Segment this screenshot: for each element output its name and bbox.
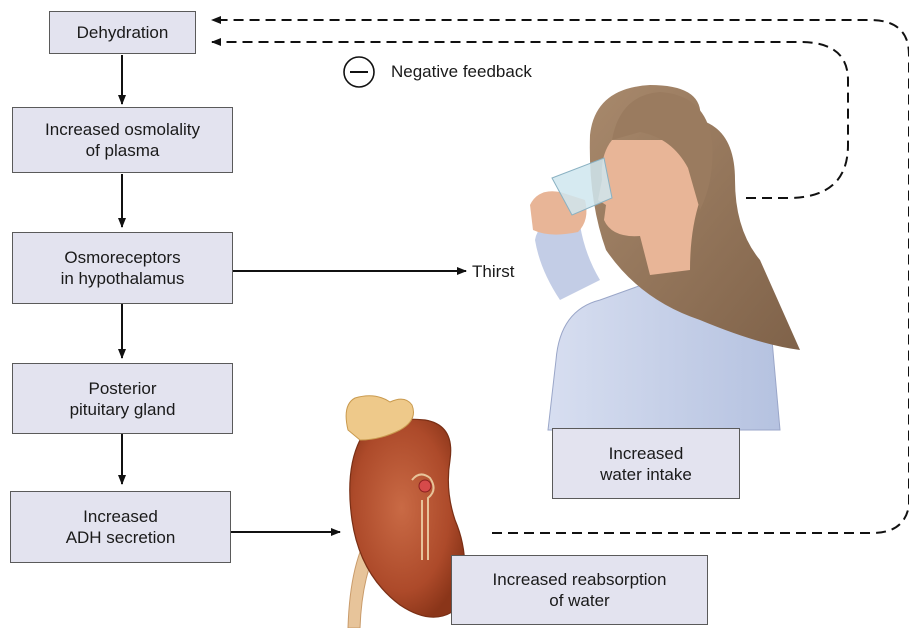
glomerulus-detail (419, 480, 431, 492)
kidney-shape (350, 419, 465, 617)
box-pituitary: Posterior pituitary gland (12, 363, 233, 434)
label-osmolality: Increased osmolality of plasma (45, 119, 200, 161)
label-osmoreceptors: Osmoreceptors in hypothalamus (61, 247, 185, 289)
box-adh: Increased ADH secretion (10, 491, 231, 563)
label-negative-feedback: Negative feedback (391, 62, 532, 82)
box-osmolality: Increased osmolality of plasma (12, 107, 233, 173)
box-osmoreceptors: Osmoreceptors in hypothalamus (12, 232, 233, 304)
label-pituitary: Posterior pituitary gland (70, 378, 176, 420)
box-dehydration: Dehydration (49, 11, 196, 54)
label-water-intake: Increased water intake (600, 443, 692, 485)
box-water-intake: Increased water intake (552, 428, 740, 499)
label-reabsorption: Increased reabsorption of water (493, 569, 667, 611)
box-reabsorption: Increased reabsorption of water (451, 555, 708, 625)
label-thirst: Thirst (472, 262, 515, 282)
label-adh: Increased ADH secretion (66, 506, 176, 548)
kidney-illustration (346, 396, 465, 628)
woman-drinking-illustration (530, 85, 800, 430)
label-dehydration: Dehydration (77, 22, 169, 43)
